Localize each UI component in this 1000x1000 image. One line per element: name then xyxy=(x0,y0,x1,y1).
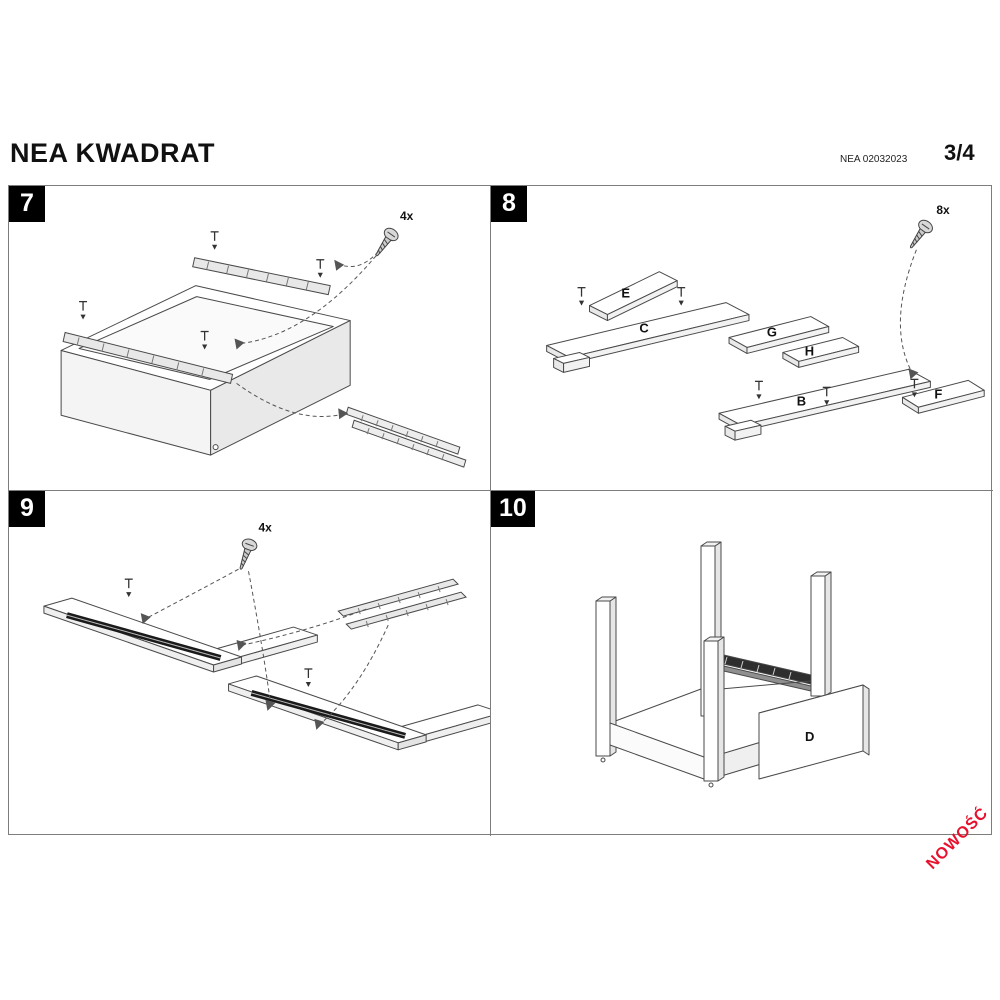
board-f xyxy=(901,379,985,414)
part-label-e: E xyxy=(621,286,630,301)
leg-left xyxy=(595,596,617,763)
step-9-panel: 9 xyxy=(9,491,491,836)
step-7-illustration: 4x xyxy=(60,209,467,468)
mounted-rail xyxy=(714,652,812,692)
part-label-f: F xyxy=(934,386,942,401)
screw-icon xyxy=(909,219,933,249)
step-10-illustration: D xyxy=(595,541,870,788)
doc-code: NEA 02032023 xyxy=(840,154,908,165)
page-title: NEA KWADRAT xyxy=(10,138,215,168)
side-assembly-right xyxy=(228,675,490,751)
board-e xyxy=(589,271,678,322)
step-7-number: 7 xyxy=(9,186,45,222)
part-label-b: B xyxy=(797,393,806,408)
step-8-illustration: E C G H B F 8x xyxy=(546,203,985,441)
loose-rails xyxy=(345,406,467,468)
side-assembly-left xyxy=(43,597,318,673)
drawer-slide-left xyxy=(62,331,234,384)
step-10-number: 10 xyxy=(491,491,535,527)
part-label-c: C xyxy=(639,321,648,336)
step-9-illustration: 4x xyxy=(43,520,490,751)
apron-front-left xyxy=(609,722,705,780)
step-10-panel: 10 xyxy=(491,491,993,836)
step-9-number: 9 xyxy=(9,491,45,527)
drawer-slide-top xyxy=(192,257,331,296)
part-label-h: H xyxy=(805,343,814,358)
board-g xyxy=(728,316,830,354)
part-label-g: G xyxy=(767,325,777,340)
steps-grid: 7 xyxy=(8,185,993,836)
screw-icon xyxy=(375,227,399,257)
part-label-d: D xyxy=(805,729,814,744)
step-8-panel: 8 xyxy=(491,186,993,491)
loose-rails xyxy=(337,578,468,630)
guide-arrows xyxy=(899,249,917,374)
drawer-box xyxy=(60,285,351,456)
guide-arrows xyxy=(146,568,389,725)
leg-front xyxy=(703,636,725,788)
page-number: 3/4 xyxy=(944,140,975,165)
board-c xyxy=(546,302,750,373)
step-7-panel: 7 xyxy=(9,186,491,491)
board-b xyxy=(718,368,931,441)
step-8-number: 8 xyxy=(491,186,527,222)
screw-icon xyxy=(239,538,258,570)
step-7-qty-label: 4x xyxy=(400,209,414,223)
board-h xyxy=(782,337,860,368)
step-9-qty-label: 4x xyxy=(258,520,272,534)
leg-right xyxy=(810,571,832,703)
step-8-qty-label: 8x xyxy=(936,203,950,217)
panel-d xyxy=(758,684,870,780)
guide-arrows xyxy=(236,251,379,417)
